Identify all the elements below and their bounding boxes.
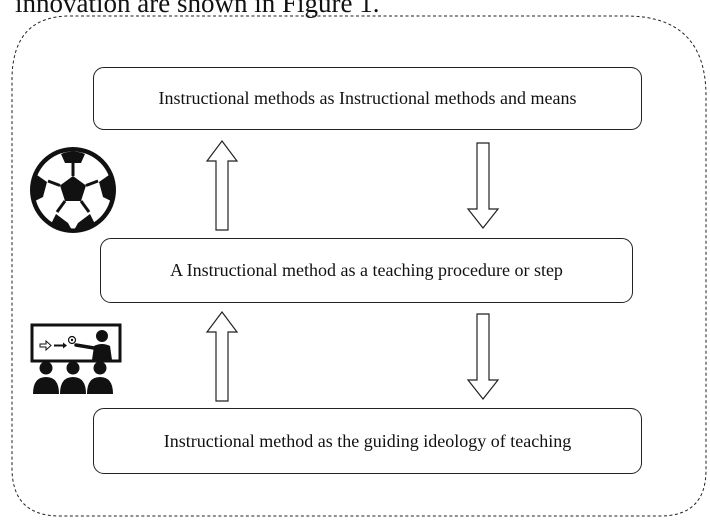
box-guiding-ideology: Instructional method as the guiding ideo… [93, 408, 642, 474]
down-arrow-upper [466, 142, 500, 229]
intro-text: innovation are shown in Figure 1. [15, 0, 380, 18]
box-middle-label: A Instructional method as a teaching pro… [170, 260, 563, 280]
box-teaching-procedure: A Instructional method as a teaching pro… [100, 238, 633, 303]
up-arrow-upper [205, 140, 239, 231]
down-arrow-lower [466, 313, 500, 400]
soccer-ball-icon [30, 147, 116, 233]
teacher-classroom-icon [30, 323, 122, 394]
box-top-label: Instructional methods as Instructional m… [158, 88, 577, 108]
up-arrow-lower [205, 311, 239, 402]
box-instructional-means: Instructional methods as Instructional m… [93, 67, 642, 130]
box-bottom-label: Instructional method as the guiding ideo… [163, 430, 572, 451]
